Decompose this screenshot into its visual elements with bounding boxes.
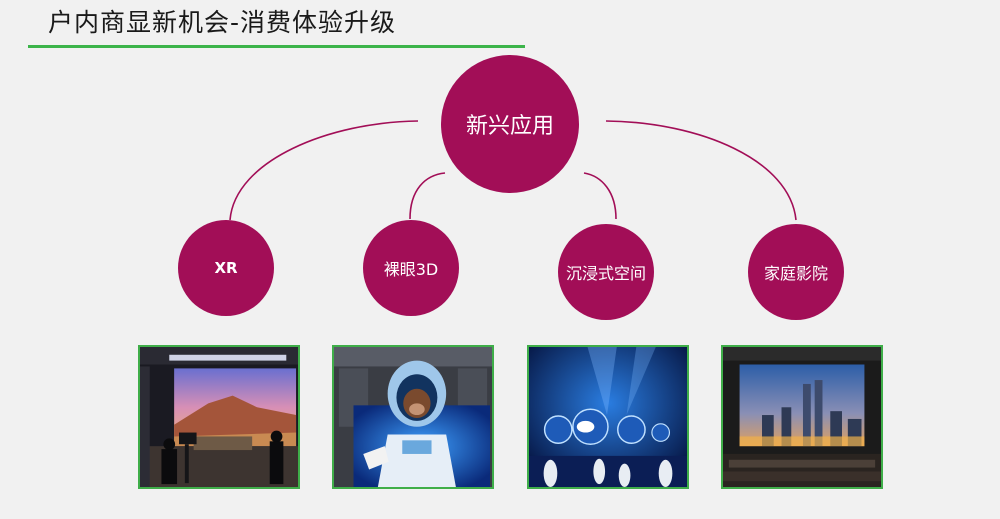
branch-node-xr: XR bbox=[178, 220, 274, 316]
home-theater-illustration bbox=[723, 347, 881, 487]
immersive-space-photo bbox=[527, 345, 689, 489]
branch-label-home-theater: 家庭影院 bbox=[763, 264, 828, 283]
branch-label-immersive-space: 沉浸式空间 bbox=[565, 264, 646, 283]
xr-studio-illustration bbox=[140, 347, 298, 487]
immersive-space-illustration bbox=[529, 347, 687, 487]
branch-node-immersive-space: 沉浸式空间 bbox=[558, 224, 654, 320]
title-underline bbox=[28, 45, 525, 48]
branch-node-home-theater: 家庭影院 bbox=[748, 224, 844, 320]
page-title: 户内商显新机会-消费体验升级 bbox=[48, 8, 397, 37]
branch-node-naked-eye-3d: 裸眼3D bbox=[363, 220, 459, 316]
home-theater-photo bbox=[721, 345, 883, 489]
center-node-label: 新兴应用 bbox=[465, 114, 554, 139]
connector-3d bbox=[409, 172, 446, 220]
connector-xr bbox=[229, 120, 419, 221]
naked-eye-3d-astronaut-photo bbox=[332, 345, 494, 489]
branch-label-naked-eye-3d: 裸眼3D bbox=[383, 260, 439, 279]
branch-label-xr: XR bbox=[214, 259, 238, 277]
astronaut-illustration bbox=[334, 347, 492, 487]
connector-home-theater bbox=[605, 120, 797, 221]
connector-immersive bbox=[583, 172, 617, 220]
center-node-emerging-applications: 新兴应用 bbox=[441, 55, 579, 193]
xr-virtual-studio-photo bbox=[138, 345, 300, 489]
